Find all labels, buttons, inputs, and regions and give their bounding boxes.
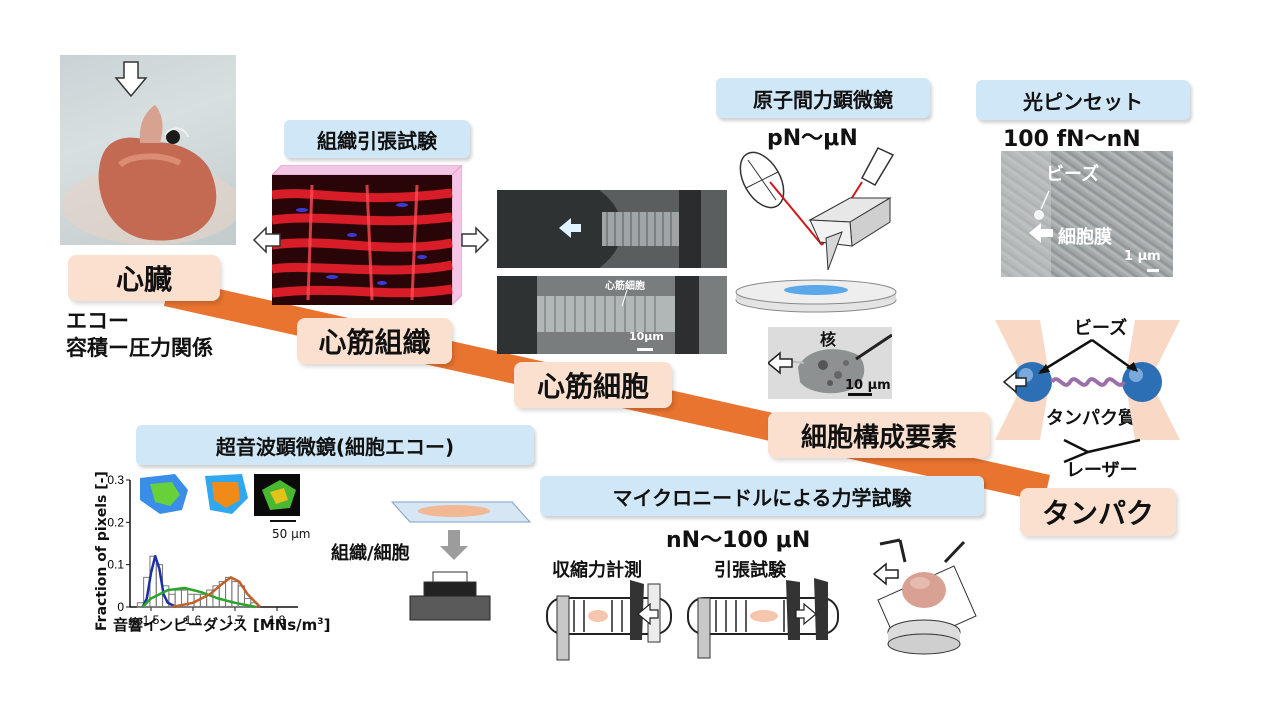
tensile-cell	[687, 578, 839, 659]
optical-scale-bar: 1 μm	[1124, 249, 1161, 264]
heart-method-echo: エコー	[66, 309, 129, 333]
protein-beads-label: ビーズ	[1074, 318, 1128, 339]
chart-x-axis-label-sup: 3	[317, 617, 324, 627]
title-afm: 原子間力顕微鏡	[716, 78, 930, 118]
microneedle-range: nN〜100 μN	[666, 528, 811, 553]
label-cardiomyocyte-text: 心筋細胞	[536, 370, 649, 403]
label-heart-text: 心臓	[115, 263, 172, 296]
chart-series-line	[141, 554, 177, 609]
optical-bead-label: ビーズ	[1046, 164, 1100, 185]
label-protein: タンパク	[1020, 488, 1176, 536]
optical-tweezers-image	[1001, 151, 1173, 277]
nucleus-scale-bar: 10 μm	[845, 378, 891, 393]
contraction-cell	[546, 580, 672, 661]
arrow-left-icon	[559, 218, 581, 238]
arrow-right-icon	[795, 602, 817, 626]
heart-method-pv: 容積ー圧力関係	[66, 336, 213, 360]
arrow-left-icon	[768, 351, 793, 375]
chart-y-tick-label: 0.2	[107, 515, 124, 529]
chart-x-tick-label: 1.5	[143, 613, 160, 627]
label-cell-components-text: 細胞構成要素	[800, 422, 957, 453]
afm-range: pN〜μN	[767, 126, 858, 151]
label-cardiac-tissue-text: 心筋組織	[318, 326, 431, 359]
label-heart: 心臓	[68, 255, 220, 301]
cardiomyocyte-image-top	[497, 190, 727, 268]
chart-series-lines	[141, 554, 262, 609]
arrow-left-icon	[1002, 370, 1027, 394]
chart-y-tick-label: 0.3	[107, 473, 124, 487]
title-ultrasound: 超音波顕微鏡(細胞エコー)	[136, 425, 534, 465]
tissue-3d-block	[272, 165, 462, 305]
chart-x-axis-label: 音響インピーダンス [MNs/m3]	[113, 614, 330, 635]
cardiomyocyte-image-bottom	[497, 276, 727, 354]
arrow-right-icon	[461, 226, 490, 254]
nucleus-label: 核	[820, 330, 837, 349]
label-cell-components: 細胞構成要素	[768, 412, 990, 458]
chart-x-tick-label: 1.7	[227, 613, 244, 627]
label-cardiac-tissue: 心筋組織	[297, 318, 452, 364]
microneedle-contraction-label: 収縮力計測	[552, 560, 642, 581]
title-tissue-tensile-text: 組織引張試験	[317, 128, 437, 153]
title-tissue-tensile: 組織引張試験	[284, 120, 470, 158]
nucleus-image	[768, 327, 892, 399]
chart-y-tick-label: 0.1	[107, 558, 124, 572]
chart-x-tick-label: 1.8	[269, 613, 286, 627]
optical-tweezers-range: 100 fN〜nN	[1003, 127, 1141, 152]
chart-inset-scale-bar: 50 μm	[272, 527, 311, 541]
protein-laser-label: レーザー	[1066, 460, 1138, 481]
chart-x-axis-label-main: 音響インピーダンス [MNs/m	[113, 616, 318, 634]
microneedle-tensile-label: 引張試験	[714, 560, 786, 581]
chart-series-line	[171, 576, 262, 609]
heart-photo	[60, 55, 236, 245]
arrow-left-icon	[1029, 223, 1053, 243]
chart-series-line	[141, 586, 257, 609]
label-cardiomyocyte: 心筋細胞	[514, 362, 672, 408]
optical-membrane-label: 細胞膜	[1058, 227, 1112, 248]
protein-protein-label: タンパク質	[1046, 408, 1136, 429]
cardiomyocyte-scale-bar: 10μm	[629, 330, 664, 343]
arrow-left-icon	[252, 226, 281, 254]
arrow-left-icon	[872, 562, 899, 586]
ultrasound-sample-label: 組織/細胞	[331, 543, 410, 564]
chart-x-tick-label: 1.6	[185, 613, 202, 627]
chart-x-axis-label-end: ]	[323, 616, 331, 634]
title-afm-text: 原子間力顕微鏡	[753, 87, 893, 112]
title-ultrasound-text: 超音波顕微鏡(細胞エコー)	[215, 434, 455, 459]
title-microneedle: マイクロニードルによる力学試験	[540, 476, 984, 516]
title-optical-tweezers: 光ピンセット	[976, 80, 1190, 120]
nucleus-needle-setup	[872, 538, 977, 655]
title-microneedle-text: マイクロニードルによる力学試験	[612, 485, 912, 510]
title-optical-tweezers-text: 光ピンセット	[1023, 89, 1143, 114]
chart-axes: 0 0.1 0.2 0.3 1.5 1.6 1.7 1.8	[107, 473, 298, 627]
label-protein-text: タンパク	[1041, 497, 1154, 530]
cardiomyocyte-image-label: 心筋細胞	[605, 281, 645, 292]
chart-y-tick-label: 0	[117, 600, 124, 614]
arrow-left-icon	[637, 602, 659, 626]
